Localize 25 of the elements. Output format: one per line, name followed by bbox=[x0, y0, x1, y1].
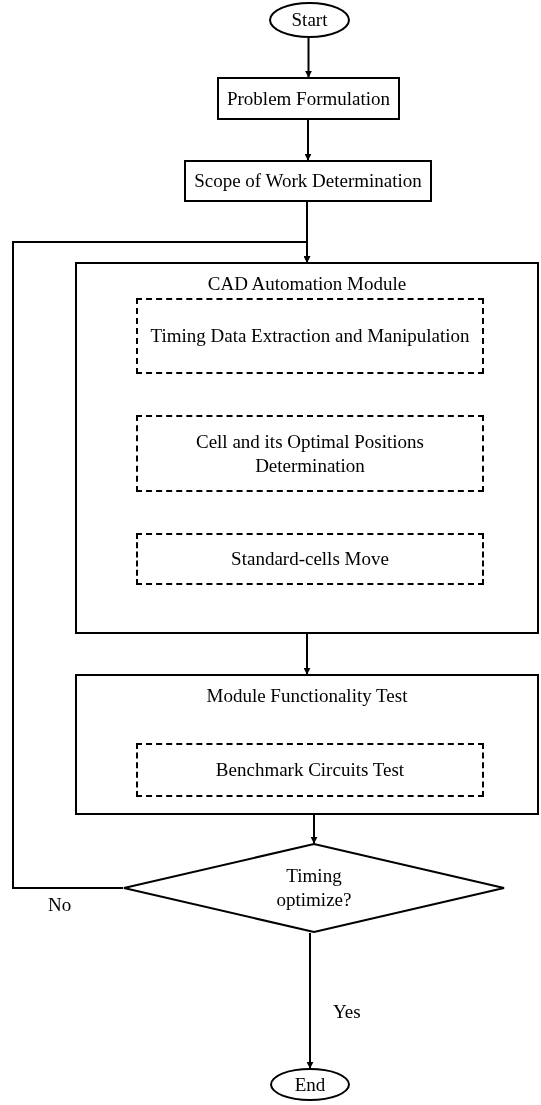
node-label: Benchmark Circuits Test bbox=[214, 758, 406, 782]
node-label: Scope of Work Determination bbox=[194, 169, 422, 193]
module-box bbox=[75, 674, 539, 815]
step-box bbox=[136, 415, 484, 492]
node-label: Timing optimize? bbox=[275, 864, 353, 912]
node-label: Timing Data Extraction and Manipulation bbox=[149, 324, 471, 348]
module-heading: CAD Automation Module bbox=[206, 272, 408, 296]
arrow bbox=[306, 932, 314, 1069]
step-box bbox=[136, 743, 484, 797]
process-box bbox=[184, 160, 432, 202]
step-box bbox=[136, 533, 484, 585]
process-box bbox=[217, 77, 400, 120]
node-label: Problem Formulation bbox=[226, 86, 391, 111]
node-label: Start bbox=[291, 8, 328, 32]
arrow bbox=[303, 633, 311, 675]
step-box bbox=[136, 298, 484, 374]
node-label: Standard-cells Move bbox=[230, 547, 390, 571]
arrow bbox=[305, 37, 312, 78]
arrow bbox=[12, 241, 311, 889]
module-box bbox=[75, 262, 539, 634]
module-heading: Module Functionality Test bbox=[205, 684, 409, 708]
node-label: End bbox=[294, 1072, 326, 1097]
arrow bbox=[304, 119, 312, 161]
arrow bbox=[310, 814, 318, 844]
node-label: Cell and its Optimal Positions Determination bbox=[195, 429, 425, 478]
